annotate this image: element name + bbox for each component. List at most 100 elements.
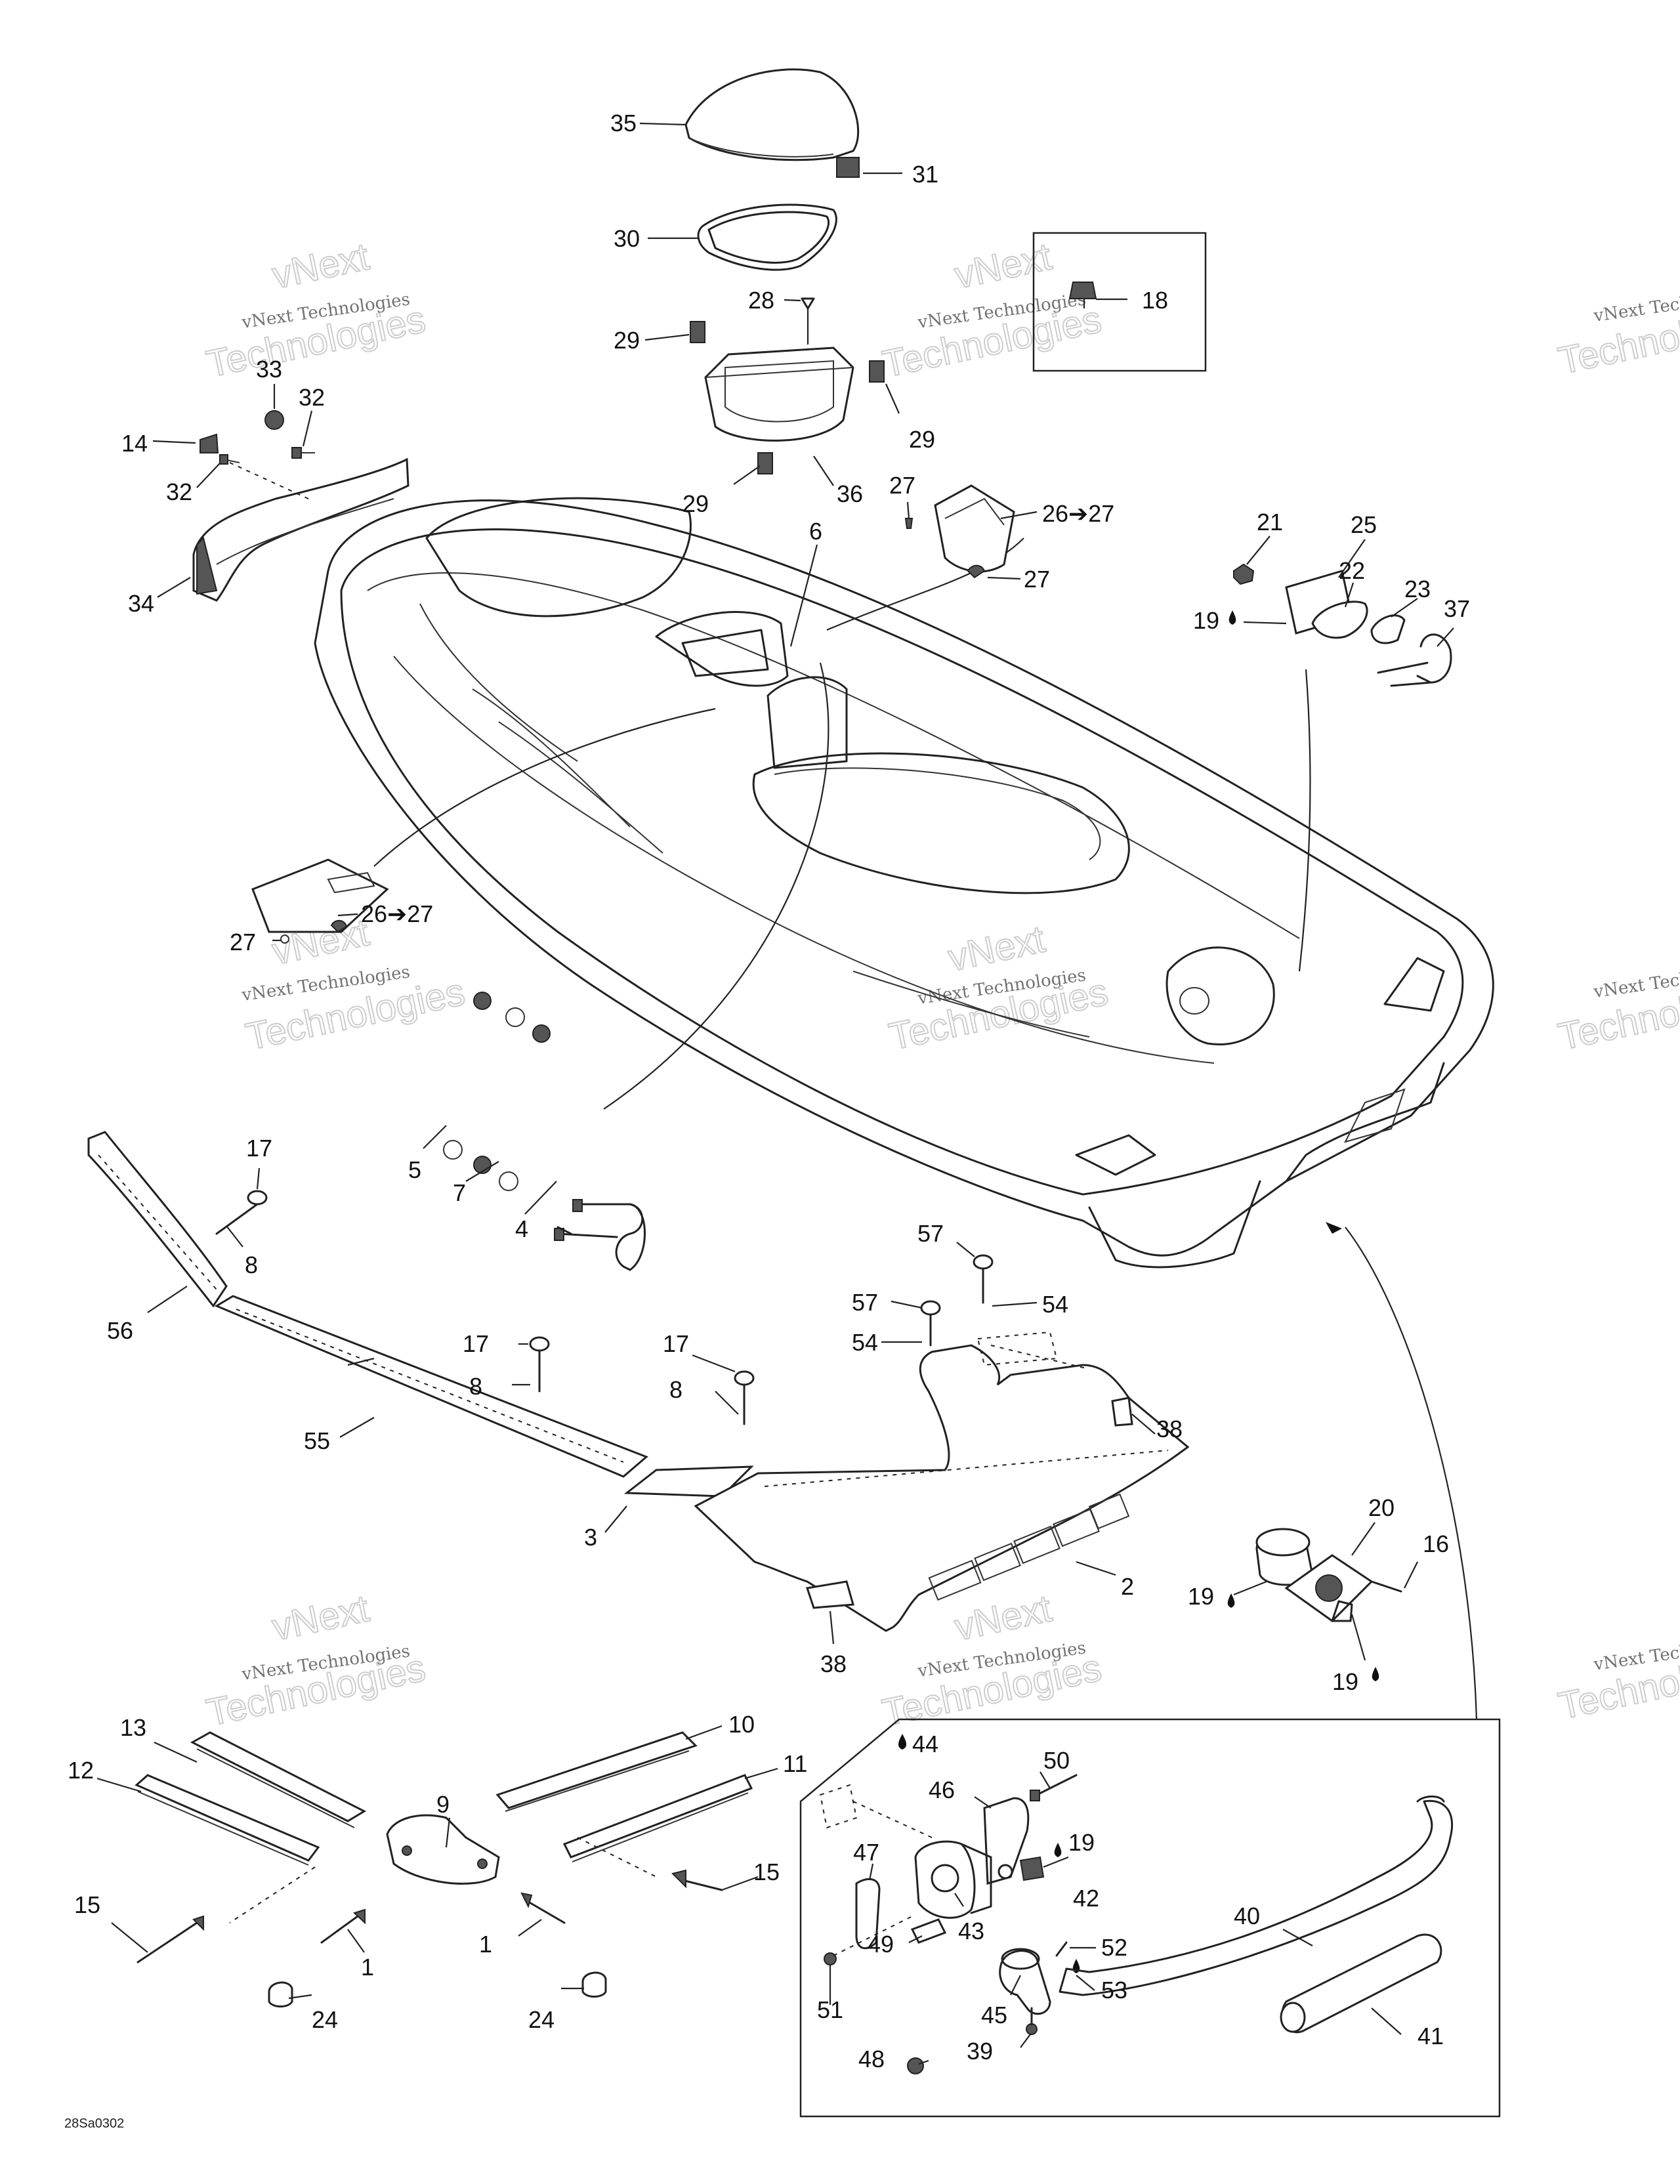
callout-28: 28 (748, 287, 774, 314)
callout-54a: 54 (1042, 1291, 1068, 1318)
callout-17c: 17 (663, 1330, 689, 1357)
leader-lines (96, 122, 1454, 2065)
callout-17b: 17 (463, 1330, 489, 1357)
callout-24b: 24 (528, 2006, 555, 2033)
callout-29a: 29 (614, 327, 640, 354)
callout-32b: 32 (166, 478, 192, 505)
callout-27a: 27 (889, 472, 915, 499)
bow-eyelet-assembly (1228, 563, 1452, 687)
watermark-vnext: vNext (951, 235, 1055, 297)
detail-frame-18 (1032, 232, 1207, 372)
callout-numbers: 35 31 30 28 29 29 29 36 18 33 32 32 14 3… (68, 110, 1470, 2072)
callout-51: 51 (817, 1996, 843, 2023)
storage-bin-assembly (684, 68, 1207, 474)
watermark-vnext: vNext (951, 1587, 1055, 1648)
callout-55: 55 (304, 1427, 330, 1454)
sealant-drop-icon (898, 1734, 907, 1750)
callout-6: 6 (809, 518, 822, 545)
callout-21: 21 (1257, 509, 1283, 536)
callout-45: 45 (981, 2002, 1007, 2028)
callout-19a: 19 (1193, 607, 1219, 634)
callout-41: 41 (1418, 2023, 1444, 2049)
callout-8a: 8 (245, 1251, 258, 1278)
callout-54b: 54 (852, 1329, 878, 1356)
callout-39: 39 (967, 2038, 993, 2065)
callout-16: 16 (1423, 1530, 1449, 1557)
callout-14: 14 (121, 430, 148, 457)
detail-frame-tow (799, 1718, 1501, 2118)
brand-lettering (928, 1493, 1130, 1601)
callout-22: 22 (1339, 557, 1365, 584)
callout-43: 43 (958, 1918, 984, 1944)
plate-fasteners (215, 1190, 994, 1425)
callout-26-27-upper: 26➔27 (1042, 500, 1114, 527)
u-bolt-assembly (443, 992, 646, 1271)
callout-52: 52 (1101, 1934, 1127, 1961)
tow-handle-assembly (799, 1718, 1501, 2118)
callout-1a: 1 (361, 1954, 374, 1981)
callout-8c: 8 (669, 1376, 682, 1403)
callout-42: 42 (1073, 1885, 1099, 1912)
callout-15a: 15 (74, 1891, 100, 1918)
grab-handle-assembly (192, 410, 410, 602)
cover-plate-upper (904, 484, 1015, 579)
callout-26-27-left: 26➔27 (361, 900, 433, 927)
callout-53: 53 (1101, 1977, 1127, 2004)
callout-29b: 29 (909, 426, 935, 453)
callout-40: 40 (1234, 1902, 1260, 1929)
callout-19d: 19 (1068, 1829, 1095, 1856)
callout-8b: 8 (469, 1373, 482, 1400)
callout-17a: 17 (246, 1135, 272, 1162)
callout-20: 20 (1368, 1494, 1395, 1521)
callout-23: 23 (1404, 576, 1431, 602)
callout-19c: 19 (1332, 1668, 1358, 1695)
callout-33: 33 (256, 356, 282, 383)
callout-19b: 19 (1188, 1583, 1214, 1610)
callout-35: 35 (610, 110, 637, 136)
callout-38a: 38 (820, 1650, 847, 1677)
watermark-vnext: vNext (268, 235, 373, 297)
callout-13: 13 (120, 1714, 146, 1741)
callout-4: 4 (515, 1215, 528, 1242)
callout-31: 31 (912, 161, 938, 188)
rub-rail-assembly (135, 1731, 753, 2007)
callout-49: 49 (868, 1931, 894, 1958)
watermark-vnext: vNext (944, 917, 1049, 979)
callout-9: 9 (436, 1791, 450, 1818)
callout-15b: 15 (753, 1858, 780, 1885)
hull-body (314, 497, 1494, 1720)
drain-assembly (1227, 1528, 1402, 1681)
callout-27b: 27 (1024, 566, 1050, 593)
callout-34: 34 (128, 590, 154, 617)
watermark-vnext: vNext (268, 1587, 373, 1648)
callout-18: 18 (1142, 287, 1168, 314)
callout-27c: 27 (230, 929, 256, 956)
callout-25: 25 (1351, 511, 1377, 538)
callout-37: 37 (1444, 595, 1470, 622)
callout-47: 47 (853, 1839, 879, 1866)
callout-57a: 57 (917, 1220, 944, 1247)
callout-3: 3 (584, 1524, 597, 1551)
callout-29c: 29 (682, 490, 709, 517)
callout-48: 48 (858, 2046, 885, 2072)
callout-32a: 32 (299, 384, 325, 411)
callout-7: 7 (453, 1179, 466, 1206)
callout-50: 50 (1043, 1747, 1070, 1774)
callout-12: 12 (68, 1757, 94, 1784)
hull-plates (87, 1131, 1190, 1632)
callout-56: 56 (107, 1317, 133, 1344)
sealant-drop-icons (898, 1734, 907, 1750)
callout-2: 2 (1121, 1573, 1134, 1600)
callout-46: 46 (929, 1776, 955, 1803)
callout-11: 11 (783, 1750, 807, 1777)
callout-1b: 1 (479, 1931, 492, 1958)
callout-10: 10 (728, 1711, 755, 1738)
callout-30: 30 (614, 225, 640, 252)
reference-code: 28Sa0302 (64, 2116, 124, 2131)
callout-36: 36 (837, 480, 863, 507)
callout-24a: 24 (312, 2006, 338, 2033)
callout-5: 5 (408, 1156, 421, 1183)
callout-38b: 38 (1156, 1416, 1183, 1442)
callout-57b: 57 (852, 1289, 878, 1316)
